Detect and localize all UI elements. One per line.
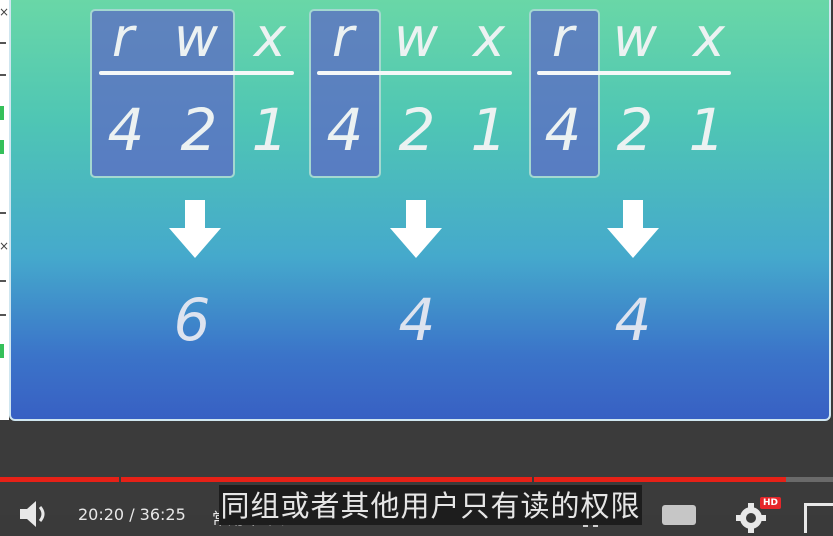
letter-x: x: [254, 6, 286, 69]
fullscreen-icon[interactable]: [804, 503, 833, 533]
letter-w: w: [173, 6, 219, 69]
arrow-down-icon: [607, 200, 659, 258]
result-value-2: 4: [398, 286, 436, 354]
result-value-3: 4: [614, 286, 652, 354]
permission-group-1: r w x 4 2 1: [90, 0, 320, 192]
close-mark-icon: ×: [0, 5, 10, 19]
digit-4: 4: [544, 96, 582, 164]
strip-tick: [0, 74, 6, 76]
digit-4: 4: [326, 96, 364, 164]
letter-x: x: [693, 6, 725, 69]
digit-2: 2: [398, 96, 436, 164]
strip-tick: [0, 314, 6, 316]
strip-green-marker: [0, 106, 4, 120]
progress-played-segment: [121, 477, 532, 482]
highlight-box: [309, 9, 381, 178]
highlight-box: [90, 9, 235, 178]
volume-icon[interactable]: [18, 499, 52, 529]
digit-4: 4: [107, 96, 145, 164]
letter-r: r: [331, 6, 355, 69]
result-value-1: 6: [173, 286, 211, 354]
strip-tick: [0, 42, 6, 44]
adjacent-window-strip: × ×: [0, 0, 9, 420]
player-controls: 20:20 / 36:25 常用命令 〉 HD 同组或者其他用户只有读的权限: [0, 421, 833, 533]
video-slide[interactable]: r w x 4 2 1 r w x 4 2 1 r w x 4 2 1 6 4: [9, 0, 831, 421]
close-mark-icon: ×: [0, 239, 10, 253]
digit-1: 1: [470, 96, 508, 164]
digit-2: 2: [616, 96, 654, 164]
chapter-gap: [532, 477, 534, 482]
progress-played-segment: [0, 477, 119, 482]
digit-1: 1: [251, 96, 289, 164]
arrow-down-icon: [169, 200, 221, 258]
strip-green-marker: [0, 140, 4, 154]
strip-tick: [0, 280, 6, 282]
progress-bar[interactable]: [0, 477, 833, 482]
digit-2: 2: [180, 96, 218, 164]
hd-badge: HD: [760, 497, 782, 509]
letter-r: r: [111, 6, 135, 69]
progress-played-segment: [534, 477, 786, 482]
letter-w: w: [612, 6, 658, 69]
permission-group-2: r w x 4 2 1: [309, 0, 539, 192]
subtitle-caption: 同组或者其他用户只有读的权限: [219, 485, 642, 525]
strip-green-marker: [0, 344, 4, 358]
permission-group-3: r w x 4 2 1: [529, 0, 759, 192]
arrow-down-icon: [390, 200, 442, 258]
letter-r: r: [551, 6, 575, 69]
highlight-box: [529, 9, 600, 178]
letter-w: w: [393, 6, 439, 69]
divider-line: [537, 71, 731, 75]
strip-tick: [0, 212, 6, 214]
letter-x: x: [473, 6, 505, 69]
subtitles-icon[interactable]: [662, 505, 696, 525]
divider-line: [317, 71, 512, 75]
digit-1: 1: [688, 96, 726, 164]
divider-line: [99, 71, 294, 75]
chapter-gap: [119, 477, 121, 482]
